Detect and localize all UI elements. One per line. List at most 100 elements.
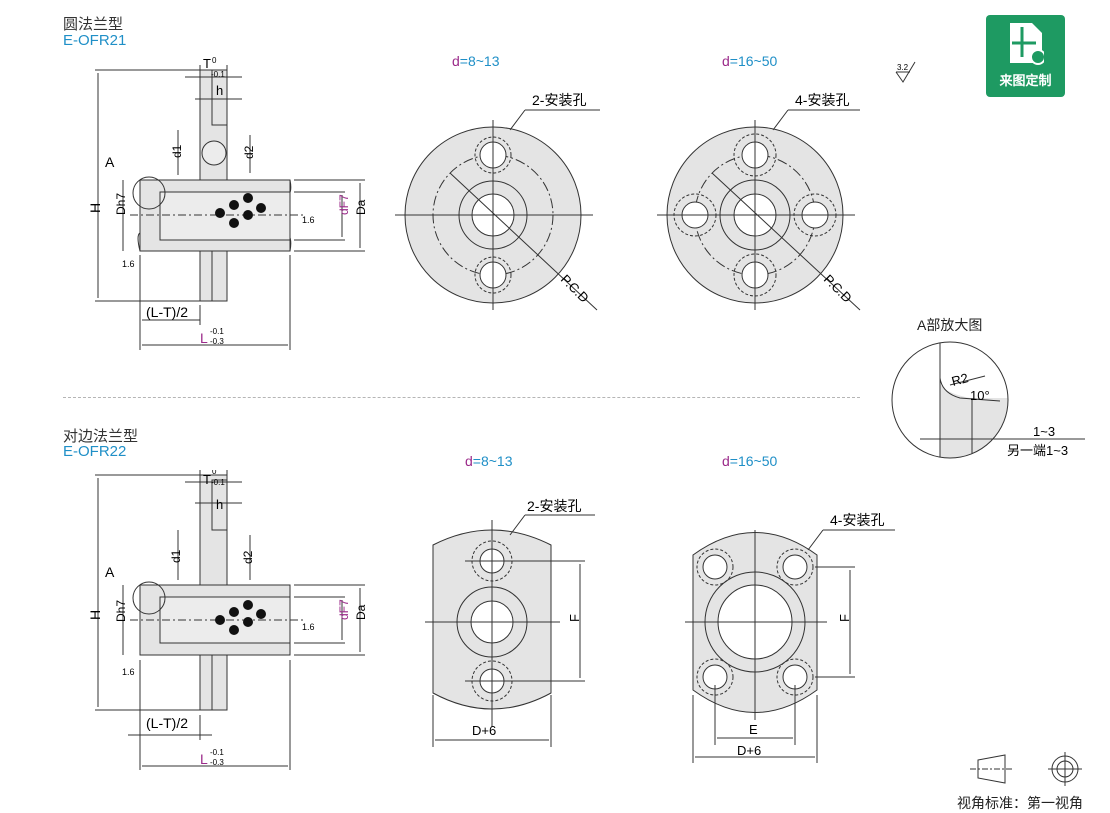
drawing-label: 1.6 [122,259,135,269]
drawing-label: d2 [241,550,255,564]
drawing-stroke [243,617,253,627]
drawing-label: Da [354,199,368,215]
drawing-label: 1.6 [302,215,315,225]
drawing-stroke [711,172,861,311]
drawing-stroke [215,208,225,218]
section2-side-view: T 0 -0.1 h d1 d2 A H Dh7 dF7 Da 1.6 1.6 … [87,470,368,770]
drawing-label: L [200,330,208,346]
drawing-label: h [216,83,223,98]
drawing-label: -0.3 [210,337,224,346]
drawing-label: T [203,472,211,487]
drawing-label: 1.6 [122,667,135,677]
flange-bottom-inner [211,250,228,302]
s1-small-header: d=8~13 [452,53,500,69]
drawing-stroke [772,109,789,131]
s2-large-header: d=16~50 [722,453,778,469]
drawing-label: -0.1 [210,748,224,757]
drawing-stroke [229,200,239,210]
drawing-stroke [949,375,986,386]
drawing-stroke [807,529,824,551]
drawing-label: 3.2 [897,63,909,72]
drawing-stroke [256,203,266,213]
s2-large-front-view: 4-安装孔 F E D+6 [685,512,895,763]
drawing-stroke [939,377,1001,402]
s1-large-header: d=16~50 [722,53,778,69]
section2-code: E-OFR22 [63,443,127,460]
s2-small-header: d=8~13 [465,453,513,469]
drawing-label: 2-安装孔 [527,498,581,514]
drawing-stroke [243,600,253,610]
projection-symbol [970,752,1082,786]
drawing-stroke [243,193,253,203]
drawing-label: R2 [950,370,970,389]
detail-a-circle [132,176,166,210]
drawing-stroke [256,609,266,619]
drawing-stroke [474,256,512,294]
drawing-label: Da [354,604,368,620]
drawing-label: 1~3 [1033,424,1055,439]
drawing-label: -0.1 [211,478,225,487]
s1-small-front-view: 2-安装孔 P.C.D [395,92,600,311]
drawing-stroke [977,754,1006,784]
drawing-label: 2-安装孔 [532,92,586,108]
detail-a-view: R2 10° 1~3 另一端1~3 [891,341,1085,459]
drawing-stroke [211,479,228,531]
drawing-stroke [474,136,512,174]
section2-title: 对边法兰型 [63,428,139,445]
drawing-stroke [891,341,1009,459]
drawing-label: -0.3 [210,758,224,767]
drawing-label: L [200,751,208,767]
drawing-stroke [509,514,526,536]
drawing-label: d1 [170,144,184,158]
projection-label: 视角标准：第一视角 [957,795,1083,811]
drawing-label: H [87,203,103,213]
drawing-stroke [229,218,239,228]
drawing-label: 1.6 [302,622,315,632]
drawing-label: Dh7 [114,193,128,215]
drawing-label: H [87,610,103,620]
drawing-stroke [702,554,728,580]
section-divider [63,397,860,398]
drawing-label: 4-安装孔 [795,92,849,108]
drawing-label: d1 [169,549,183,563]
drawing-stroke [696,658,734,696]
drawing-label: h [216,497,223,512]
drawing-label: 0 [212,56,217,65]
drawing-label: -0.1 [211,70,225,79]
drawing-stroke [449,172,598,311]
drawing-stroke [895,61,916,83]
drawing-label: (L-T)/2 [146,304,188,320]
drawing-label: 4-安装孔 [830,512,884,528]
drawing-stroke [229,607,239,617]
section1-title: 圆法兰型 [63,16,124,33]
drawing-stroke [132,581,166,615]
section1-code: E-OFR21 [63,32,127,49]
bushing-bore [159,191,291,241]
roughness-symbol: 3.2 [895,61,916,83]
drawing-stroke [211,654,228,711]
drawing-label: d2 [242,145,256,159]
section1-side-view: T 0 -0.1 h d1 d2 A H Dh7 dF7 Da 1.6 1.6 … [87,56,368,350]
s1-large-front-view: 4-安装孔 P.C.D [657,92,861,311]
drawing-label: 0 [212,470,217,476]
drawing-label: 10° [970,388,990,403]
drawing-label: -0.1 [210,327,224,336]
drawing-stroke [229,625,239,635]
drawing-label: E [749,722,758,737]
drawing-label: A [105,154,115,170]
drawing-label: 另一端1~3 [1007,443,1068,458]
drawing-stroke [509,109,526,131]
drawing-label: F [837,614,852,622]
drawing-label: (L-T)/2 [146,715,188,731]
drawing-label: dF7 [337,194,351,215]
drawing-stroke [1030,49,1044,65]
label-T: T [203,56,211,71]
drawing-stroke [776,548,814,586]
drawing-stroke [243,210,253,220]
mount-hole-top [201,140,227,166]
drawing-stroke [776,658,814,696]
drawing-label: A [105,564,115,580]
detail-a-title: A部放大图 [917,317,983,333]
custom-drawing-badge[interactable]: 来图定制 [986,15,1065,97]
s2-small-front-view: 2-安装孔 F D+6 [425,498,595,747]
